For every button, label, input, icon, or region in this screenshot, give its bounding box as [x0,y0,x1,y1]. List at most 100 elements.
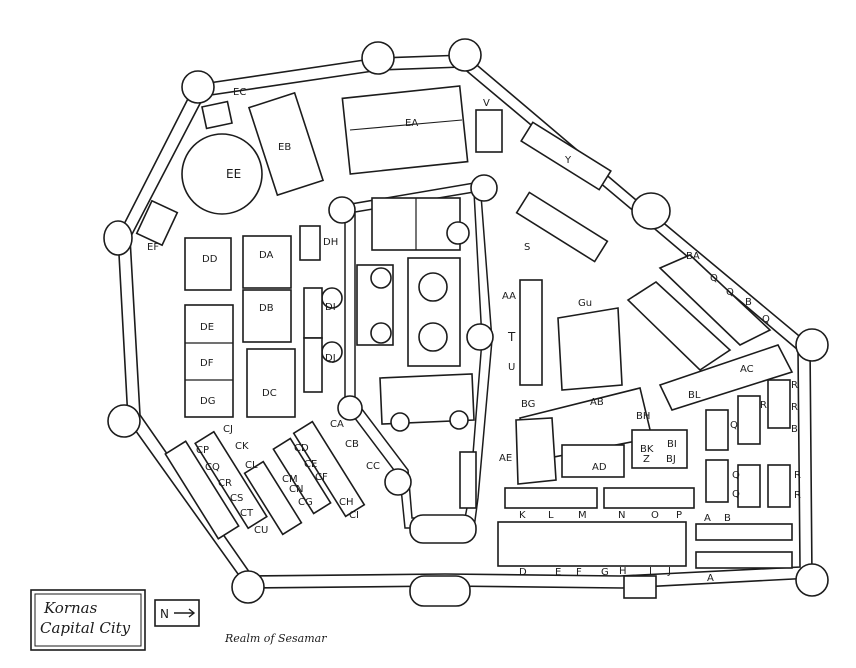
svg-text:R: R [791,380,798,391]
svg-text:DA: DA [259,250,274,261]
building-dd [184,237,232,291]
building-dj [303,337,323,393]
svg-text:CN: CN [289,484,303,495]
tower-se [795,563,829,597]
building-q-2 [705,409,729,451]
svg-text:G: G [601,567,609,578]
svg-text:AB: AB [590,397,604,408]
svg-text:Q: Q [732,489,740,500]
svg-text:DJ: DJ [325,353,336,364]
svg-text:L: L [548,510,554,521]
building-row-nop [603,487,695,509]
svg-text:CG: CG [298,497,313,508]
svg-text:S: S [524,242,530,253]
citadel-wall [328,174,498,544]
building-bl [658,344,794,411]
svg-text:B: B [724,513,731,524]
svg-text:CE: CE [304,459,317,470]
building-ef [135,199,179,247]
svg-text:K: K [519,510,526,521]
svg-text:Q: Q [726,287,734,298]
svg-text:DE: DE [200,322,214,333]
svg-text:CU: CU [254,525,268,536]
svg-text:CI: CI [349,510,359,521]
north-buildings [135,85,612,263]
tower-north-2 [448,38,482,72]
svg-text:CB: CB [345,439,359,450]
svg-text:BI: BI [667,439,677,450]
svg-text:D: D [519,567,527,578]
svg-text:R: R [760,400,767,411]
svg-text:EB: EB [278,142,291,153]
svg-text:DG: DG [200,396,215,407]
south-buildings [497,487,793,569]
svg-text:F: F [576,567,582,578]
svg-text:EC: EC [233,87,246,98]
svg-text:CL: CL [245,460,258,471]
map-cartouche: Kornas Capital City [30,589,146,651]
svg-text:J: J [667,566,671,577]
building-v [475,109,503,153]
building-ad [561,444,625,478]
svg-text:DD: DD [202,254,218,265]
svg-text:AC: AC [740,364,754,375]
svg-text:CF: CF [315,472,328,483]
east-buildings [515,254,794,508]
svg-text:CH: CH [339,497,354,508]
gate-northeast [631,192,671,230]
svg-text:B: B [791,424,798,435]
svg-text:CA: CA [330,419,344,430]
svg-text:CK: CK [235,441,249,452]
svg-text:AD: AD [592,462,607,473]
gate-west [103,220,133,256]
svg-text:BH: BH [636,411,650,422]
compass-north: N [154,599,200,627]
building-r-1 [737,395,761,445]
tower-east [795,328,829,362]
building-gu [557,307,623,391]
svg-text:BJ: BJ [666,454,676,465]
svg-text:E: E [555,567,561,578]
svg-text:Q: Q [732,470,740,481]
building-dh [299,225,321,261]
svg-text:BA: BA [686,251,700,262]
svg-text:A: A [704,513,711,524]
map-title-line2: Capital City [40,619,131,637]
building-di [303,287,323,339]
svg-text:DF: DF [200,358,214,369]
svg-text:Y: Y [564,155,572,166]
map-labels: EC EB EA V Y S EE EF DD DA DH DB DI DE D… [147,87,801,584]
svg-text:CP: CP [196,445,209,456]
compass-label: N [160,607,169,621]
gate-southeast [623,575,657,599]
wall-towers [103,38,829,607]
svg-text:A: A [707,573,714,584]
tower-north-1 [361,41,395,75]
building-da [242,235,292,289]
building-t [519,279,543,386]
svg-text:P: P [676,510,682,521]
svg-text:Q: Q [762,314,770,325]
citadel-buildings [321,197,477,509]
realm-label: Realm of Sesamar [224,632,327,645]
svg-text:BG: BG [521,399,535,410]
svg-text:AE: AE [499,453,512,464]
building-r-2 [767,379,791,429]
svg-text:Q: Q [710,273,718,284]
building-bi [631,429,688,469]
svg-text:I: I [649,566,652,577]
svg-text:H: H [619,566,627,577]
svg-text:R: R [794,470,801,481]
svg-text:DH: DH [323,237,338,248]
svg-text:CQ: CQ [205,462,220,473]
svg-text:AA: AA [502,291,516,302]
building-ea [341,85,469,175]
building-row-klm [504,487,598,509]
tower-sw [231,570,265,604]
svg-text:CS: CS [230,493,243,504]
svg-text:CR: CR [218,478,232,489]
tower-west [107,404,141,438]
svg-text:Q: Q [730,420,738,431]
map-title-line1: Kornas [43,599,98,617]
svg-text:DI: DI [325,302,336,313]
